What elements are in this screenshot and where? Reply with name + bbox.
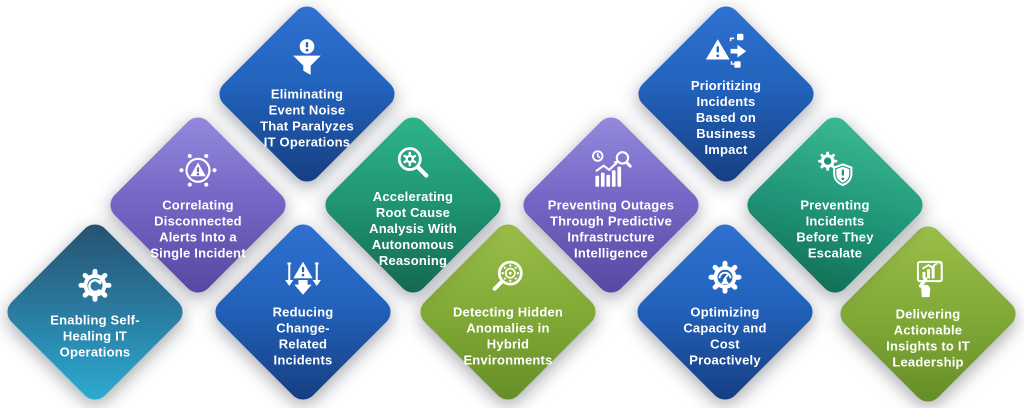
self-healing-gear-icon: [73, 263, 117, 307]
anomaly-magnifier-icon: [486, 255, 530, 299]
tile-label: Preventing Outages Through Predictive In…: [547, 197, 675, 261]
tile-detecting-anomalies: Detecting Hidden Anomalies in Hybrid Env…: [414, 218, 602, 406]
tile-label: Preventing Incidents Before They Escalat…: [796, 197, 874, 261]
tile-content: Delivering Actionable Insights to IT Lea…: [838, 257, 1018, 370]
tile-correlating-alerts: Correlating Disconnected Alerts Into a S…: [104, 111, 292, 299]
change-risk-arrows-icon: [281, 255, 325, 299]
incident-routing-icon: [704, 29, 748, 73]
tile-reducing-change-incidents: Reducing Change- Related Incidents: [209, 218, 397, 406]
tile-content: Eliminating Event Noise That Paralyzes I…: [217, 37, 397, 150]
gear-shield-icon: [813, 148, 857, 192]
tile-eliminating-event-noise: Eliminating Event Noise That Paralyzes I…: [213, 0, 401, 188]
tile-label: Detecting Hidden Anomalies in Hybrid Env…: [452, 304, 564, 368]
tile-label: Reducing Change- Related Incidents: [272, 304, 334, 368]
tile-label: Enabling Self- Healing IT Operations: [50, 312, 140, 360]
predictive-chart-icon: [589, 148, 633, 192]
tile-prioritizing-incidents: Prioritizing Incidents Based on Business…: [632, 0, 820, 188]
gear-magnifier-icon: [391, 140, 435, 184]
network-alert-icon: [176, 148, 220, 192]
tile-content: Detecting Hidden Anomalies in Hybrid Env…: [418, 255, 598, 368]
tile-preventing-outages: Preventing Outages Through Predictive In…: [517, 111, 705, 299]
tile-content: Preventing Incidents Before They Escalat…: [745, 148, 925, 261]
tile-label: Correlating Disconnected Alerts Into a S…: [150, 197, 246, 261]
tile-root-cause-analysis: Accelerating Root Cause Analysis With Au…: [319, 111, 507, 299]
tile-content: Preventing Outages Through Predictive In…: [521, 148, 701, 261]
tile-content: Prioritizing Incidents Based on Business…: [636, 29, 816, 159]
tile-self-healing-operations: Enabling Self- Healing IT Operations: [1, 218, 189, 406]
tile-label: Eliminating Event Noise That Paralyzes I…: [260, 86, 354, 150]
capacity-gauge-gear-icon: [703, 255, 747, 299]
tile-label: Prioritizing Incidents Based on Business…: [690, 78, 762, 158]
tile-content: Reducing Change- Related Incidents: [213, 255, 393, 368]
funnel-alert-icon: [285, 37, 329, 81]
tile-label: Optimizing Capacity and Cost Proactively: [683, 304, 767, 368]
tile-content: Correlating Disconnected Alerts Into a S…: [108, 148, 288, 261]
tile-optimizing-capacity: Optimizing Capacity and Cost Proactively: [631, 218, 819, 406]
tile-content: Accelerating Root Cause Analysis With Au…: [323, 140, 503, 270]
tile-delivering-insights: Delivering Actionable Insights to IT Lea…: [834, 220, 1022, 408]
tile-label: Delivering Actionable Insights to IT Lea…: [886, 306, 970, 370]
tile-content: Enabling Self- Healing IT Operations: [5, 263, 185, 360]
tile-label: Accelerating Root Cause Analysis With Au…: [369, 189, 457, 269]
insights-hand-chart-icon: [906, 257, 950, 301]
tile-preventing-incidents: Preventing Incidents Before They Escalat…: [741, 111, 929, 299]
tile-content: Optimizing Capacity and Cost Proactively: [635, 255, 815, 368]
